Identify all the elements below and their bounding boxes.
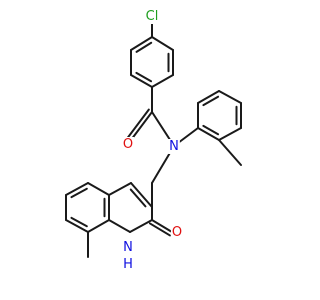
bond-line	[135, 41, 153, 53]
label-knockout	[122, 257, 134, 272]
bond-line	[65, 182, 89, 196]
bond-line	[148, 222, 171, 237]
bond-line	[129, 219, 153, 233]
bond-line	[130, 182, 153, 208]
bond-line	[135, 71, 153, 83]
bond-line	[151, 74, 174, 88]
bond-line	[70, 216, 88, 228]
bond-line	[108, 182, 132, 196]
bond-line	[108, 219, 131, 233]
bond-line	[197, 127, 220, 141]
bond-layer	[65, 14, 242, 258]
label-knockout	[122, 240, 134, 255]
bond-line	[130, 36, 153, 51]
bond-line	[87, 182, 110, 196]
bond-line	[202, 124, 220, 136]
bond-line	[130, 74, 153, 88]
amide-nitrogen-label: N	[169, 139, 179, 154]
bond-line	[218, 90, 242, 104]
label-knockout	[170, 225, 184, 240]
bond-line	[129, 188, 147, 208]
bond-line	[202, 95, 220, 107]
bond-line	[65, 219, 89, 233]
atom-label-layer: Cl O N O N H	[121, 9, 184, 272]
ring-nitrogen-label: N	[123, 240, 133, 255]
label-knockout	[121, 137, 135, 152]
label-knockout	[168, 139, 180, 154]
bond-line	[123, 108, 150, 143]
label-knockout	[144, 9, 160, 24]
bond-line	[87, 219, 110, 233]
bond-line	[151, 219, 173, 233]
bond-line	[218, 127, 242, 141]
lactam-oxygen-label: O	[172, 225, 182, 240]
bond-line	[151, 36, 174, 51]
bond-line	[218, 139, 242, 166]
ring-nh-hydrogen-label: H	[123, 257, 133, 272]
bond-line	[70, 187, 88, 199]
chlorine-atom-label: Cl	[146, 9, 159, 24]
bond-line	[197, 90, 220, 104]
molecule-diagram: Cl O N O N H	[65, 9, 242, 272]
carbonyl-oxygen-label: O	[123, 137, 133, 152]
